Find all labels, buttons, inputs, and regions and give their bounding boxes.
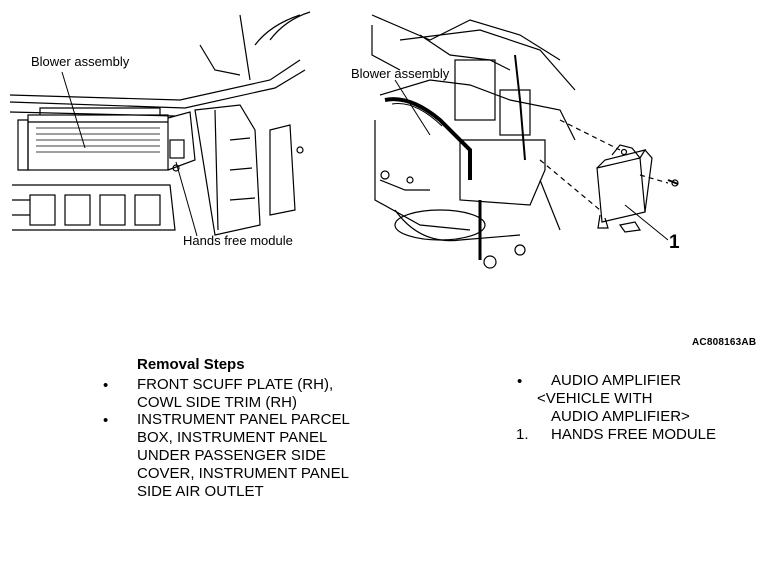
illustration: Blower assembly Hands free module Blower… [9, 11, 757, 348]
hands-free-module-label: Hands free module [183, 233, 293, 248]
removal-steps-title: Removal Steps [137, 356, 245, 373]
step-marker: 1. [516, 426, 529, 443]
figure-code: AC808163AB [692, 337, 757, 348]
step-line: <VEHICLE WITH [537, 390, 653, 407]
step-line: AUDIO AMPLIFIER> [551, 408, 690, 425]
step-line: UNDER PASSENGER SIDE [137, 447, 326, 464]
step-marker: • [103, 377, 109, 394]
step-line: FRONT SCUFF PLATE (RH), [137, 376, 334, 393]
list-item: AUDIO AMPLIFIER <VEHICLE WITH AUDIO AMPL… [537, 372, 690, 426]
step-line: INSTRUMENT PANEL PARCEL [137, 411, 350, 428]
step-marker: • [517, 373, 523, 390]
step-line: AUDIO AMPLIFIER [551, 372, 682, 389]
step-line: SIDE AIR OUTLET [137, 483, 264, 500]
blower-assembly-label-left: Blower assembly [31, 54, 130, 69]
step-line: COVER, INSTRUMENT PANEL [137, 465, 349, 482]
list-item: FRONT SCUFF PLATE (RH), COWL SIDE TRIM (… [137, 376, 333, 412]
line-drawing [9, 11, 679, 269]
list-item: HANDS FREE MODULE [551, 426, 716, 444]
step-marker: • [103, 412, 109, 429]
list-item: INSTRUMENT PANEL PARCEL BOX, INSTRUMENT … [137, 411, 350, 501]
step-line: BOX, INSTRUMENT PANEL [137, 429, 328, 446]
step-line: COWL SIDE TRIM (RH) [137, 394, 297, 411]
callout-number: 1 [669, 232, 680, 253]
blower-assembly-label-right: Blower assembly [351, 66, 450, 81]
step-line: HANDS FREE MODULE [551, 426, 717, 443]
